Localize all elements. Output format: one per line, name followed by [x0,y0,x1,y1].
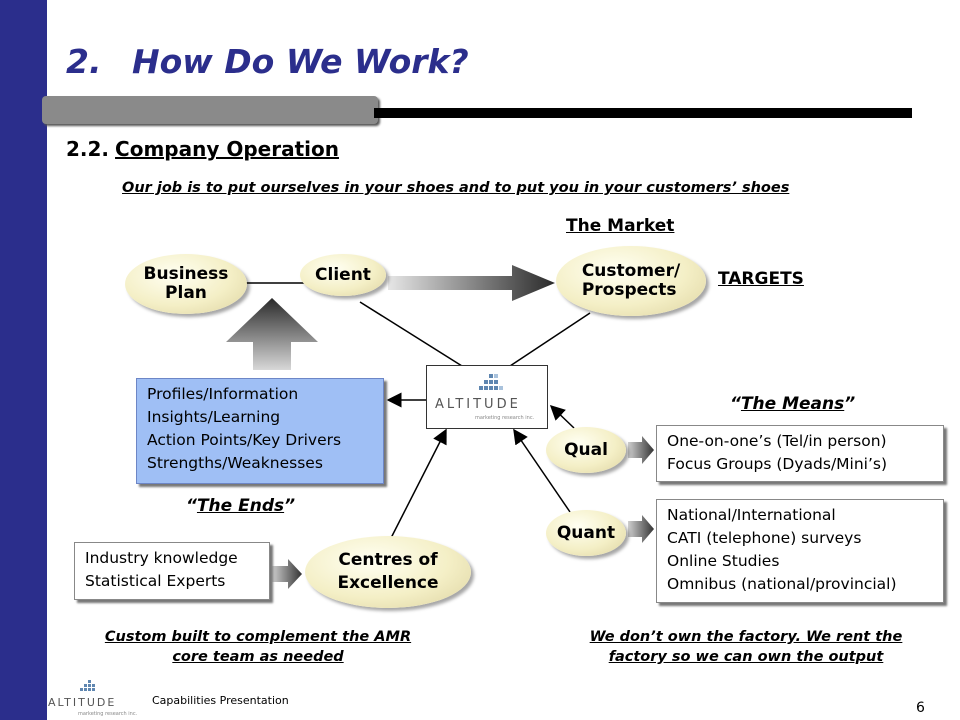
quant-box-arrow [628,515,654,543]
ends-item: Action Points/Key Drivers [147,431,342,449]
qual-item: Focus Groups (Dyads/Mini’s) [667,455,888,473]
client-to-customer-arrow [388,265,555,301]
customer-line-1: Customer/ [581,261,681,281]
the-market-label: The Market [566,216,675,236]
industry-item: Statistical Experts [85,572,226,590]
industry-box-arrow [272,559,302,589]
title-underline-grey [42,96,378,124]
the-ends-text: The Ends [196,496,285,516]
quant-item: Online Studies [667,552,780,570]
customer-logo-line [509,312,591,367]
footnote-left: Custom built to complement the AMR core … [70,627,446,667]
quant-item: CATI (telephone) surveys [667,529,862,547]
sidebar-band [0,0,47,720]
quant-to-logo-arrow [513,428,571,513]
page-number: 6 [916,700,925,716]
qual-ellipse: Qual [546,427,626,473]
quant-item: National/International [667,506,836,524]
footer-logo-wordmark: ALTITUDE [48,696,117,709]
footer-logo-icon [80,680,95,691]
quant-item: Omnibus (national/provincial) [667,575,897,593]
title-number: 2. [66,42,102,81]
tagline: Our job is to put ourselves in your shoe… [122,180,790,196]
the-means-text: The Means [740,394,845,414]
footer-logo-subtitle: marketing research inc. [78,711,138,717]
section-number: 2.2. [66,137,110,161]
qual-item: One-on-one’s (Tel/in person) [667,432,887,450]
footnote-left-line-1: Custom built to complement the AMR [104,629,412,645]
business-plan-ellipse: Business Plan [125,254,247,314]
ends-info-box: Profiles/Information Insights/Learning A… [136,378,384,484]
qual-methods-box: One-on-one’s (Tel/in person) Focus Group… [656,425,944,482]
client-ellipse: Client [300,254,386,296]
business-plan-line-2: Plan [165,283,207,303]
footnote-left-line-2: core team as needed [172,649,344,665]
section-title: Company Operation [115,137,339,161]
business-plan-line-1: Business [143,264,229,284]
footer-logo: ALTITUDE marketing research inc. [48,676,138,717]
title-text: How Do We Work? [132,42,469,81]
centres-to-logo-arrow [389,428,447,541]
section-heading: 2.2.Company Operation [66,137,339,161]
centres-line-2: Excellence [337,573,439,593]
ends-item: Strengths/Weaknesses [147,454,323,472]
ends-item: Profiles/Information [147,385,299,403]
footnote-right-line-2: factory so we can own the output [608,649,884,665]
title-underline-black [374,108,912,118]
logo-wordmark: ALTITUDE [435,397,521,412]
the-means-label: “The Means” [730,394,856,414]
centres-ellipse: Centres of Excellence [305,536,471,608]
slide-title: 2. How Do We Work? [66,42,469,81]
industry-box: Industry knowledge Statistical Experts [74,542,270,600]
footnote-right-line-1: We don’t own the factory. We rent the [589,629,903,645]
ends-item: Insights/Learning [147,408,281,426]
quant-ellipse: Quant [546,510,626,556]
altitude-logo-box: ALTITUDE marketing research inc. [426,365,548,429]
logo-subtitle: marketing research inc. [475,415,535,421]
qual-label: Qual [564,439,608,460]
quant-label: Quant [556,522,616,543]
customer-line-2: Prospects [581,280,677,300]
customer-ellipse: Customer/ Prospects [556,246,706,316]
industry-item: Industry knowledge [85,549,238,567]
quant-methods-box: National/International CATI (telephone) … [656,499,944,603]
targets-label: TARGETS [718,269,804,289]
client-logo-line [359,301,463,367]
qual-box-arrow [628,436,654,464]
up-arrow [226,298,318,370]
centres-line-1: Centres of [338,550,438,570]
the-ends-label: “The Ends” [186,496,296,516]
footer-caption: Capabilities Presentation [152,694,289,707]
footnote-right: We don’t own the factory. We rent the fa… [556,627,936,667]
qual-to-logo-arrow [549,404,575,429]
altitude-logo-icon [479,374,503,390]
client-label: Client [315,264,371,285]
